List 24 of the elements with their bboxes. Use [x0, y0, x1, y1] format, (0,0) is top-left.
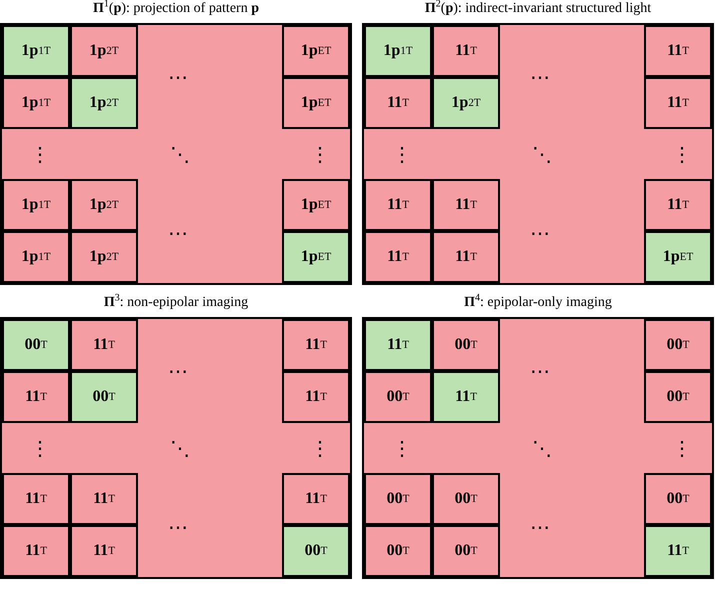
ellipsis: ⋱	[170, 439, 190, 459]
ellipsis: ⋮	[392, 439, 412, 459]
ellipsis: ⋯	[168, 362, 188, 382]
panel-title: Π$^{3}$: non-epipolar imaging	[102, 294, 250, 312]
ellipsis: ⋱	[532, 439, 552, 459]
ellipsis: ⋮	[672, 439, 692, 459]
ellipsis: ⋯	[168, 224, 188, 244]
ellipsis: ⋱	[170, 145, 190, 165]
ellipsis: ⋮	[30, 439, 50, 459]
ellipsis: ⋮	[392, 145, 412, 165]
ellipsis: ⋮	[672, 145, 692, 165]
panel-title: Π$^{4}$: epipolar-only imaging	[463, 294, 613, 312]
ellipsis: ⋯	[530, 362, 550, 382]
ellipsis: ⋯	[168, 518, 188, 538]
ellipsis: ⋮	[310, 439, 330, 459]
ellipsis: ⋯	[168, 68, 188, 88]
ellipsis: ⋮	[30, 145, 50, 165]
panel-title: Π$^{1}$(p): projection of pattern p	[92, 0, 260, 18]
ellipsis: ⋯	[530, 68, 550, 88]
panel-title: Π$^{2}$(p): indirect-invariant structured light	[424, 0, 652, 18]
ellipsis: ⋱	[532, 145, 552, 165]
ellipsis: ⋮	[310, 145, 330, 165]
ellipsis: ⋯	[530, 224, 550, 244]
ellipsis: ⋯	[530, 518, 550, 538]
